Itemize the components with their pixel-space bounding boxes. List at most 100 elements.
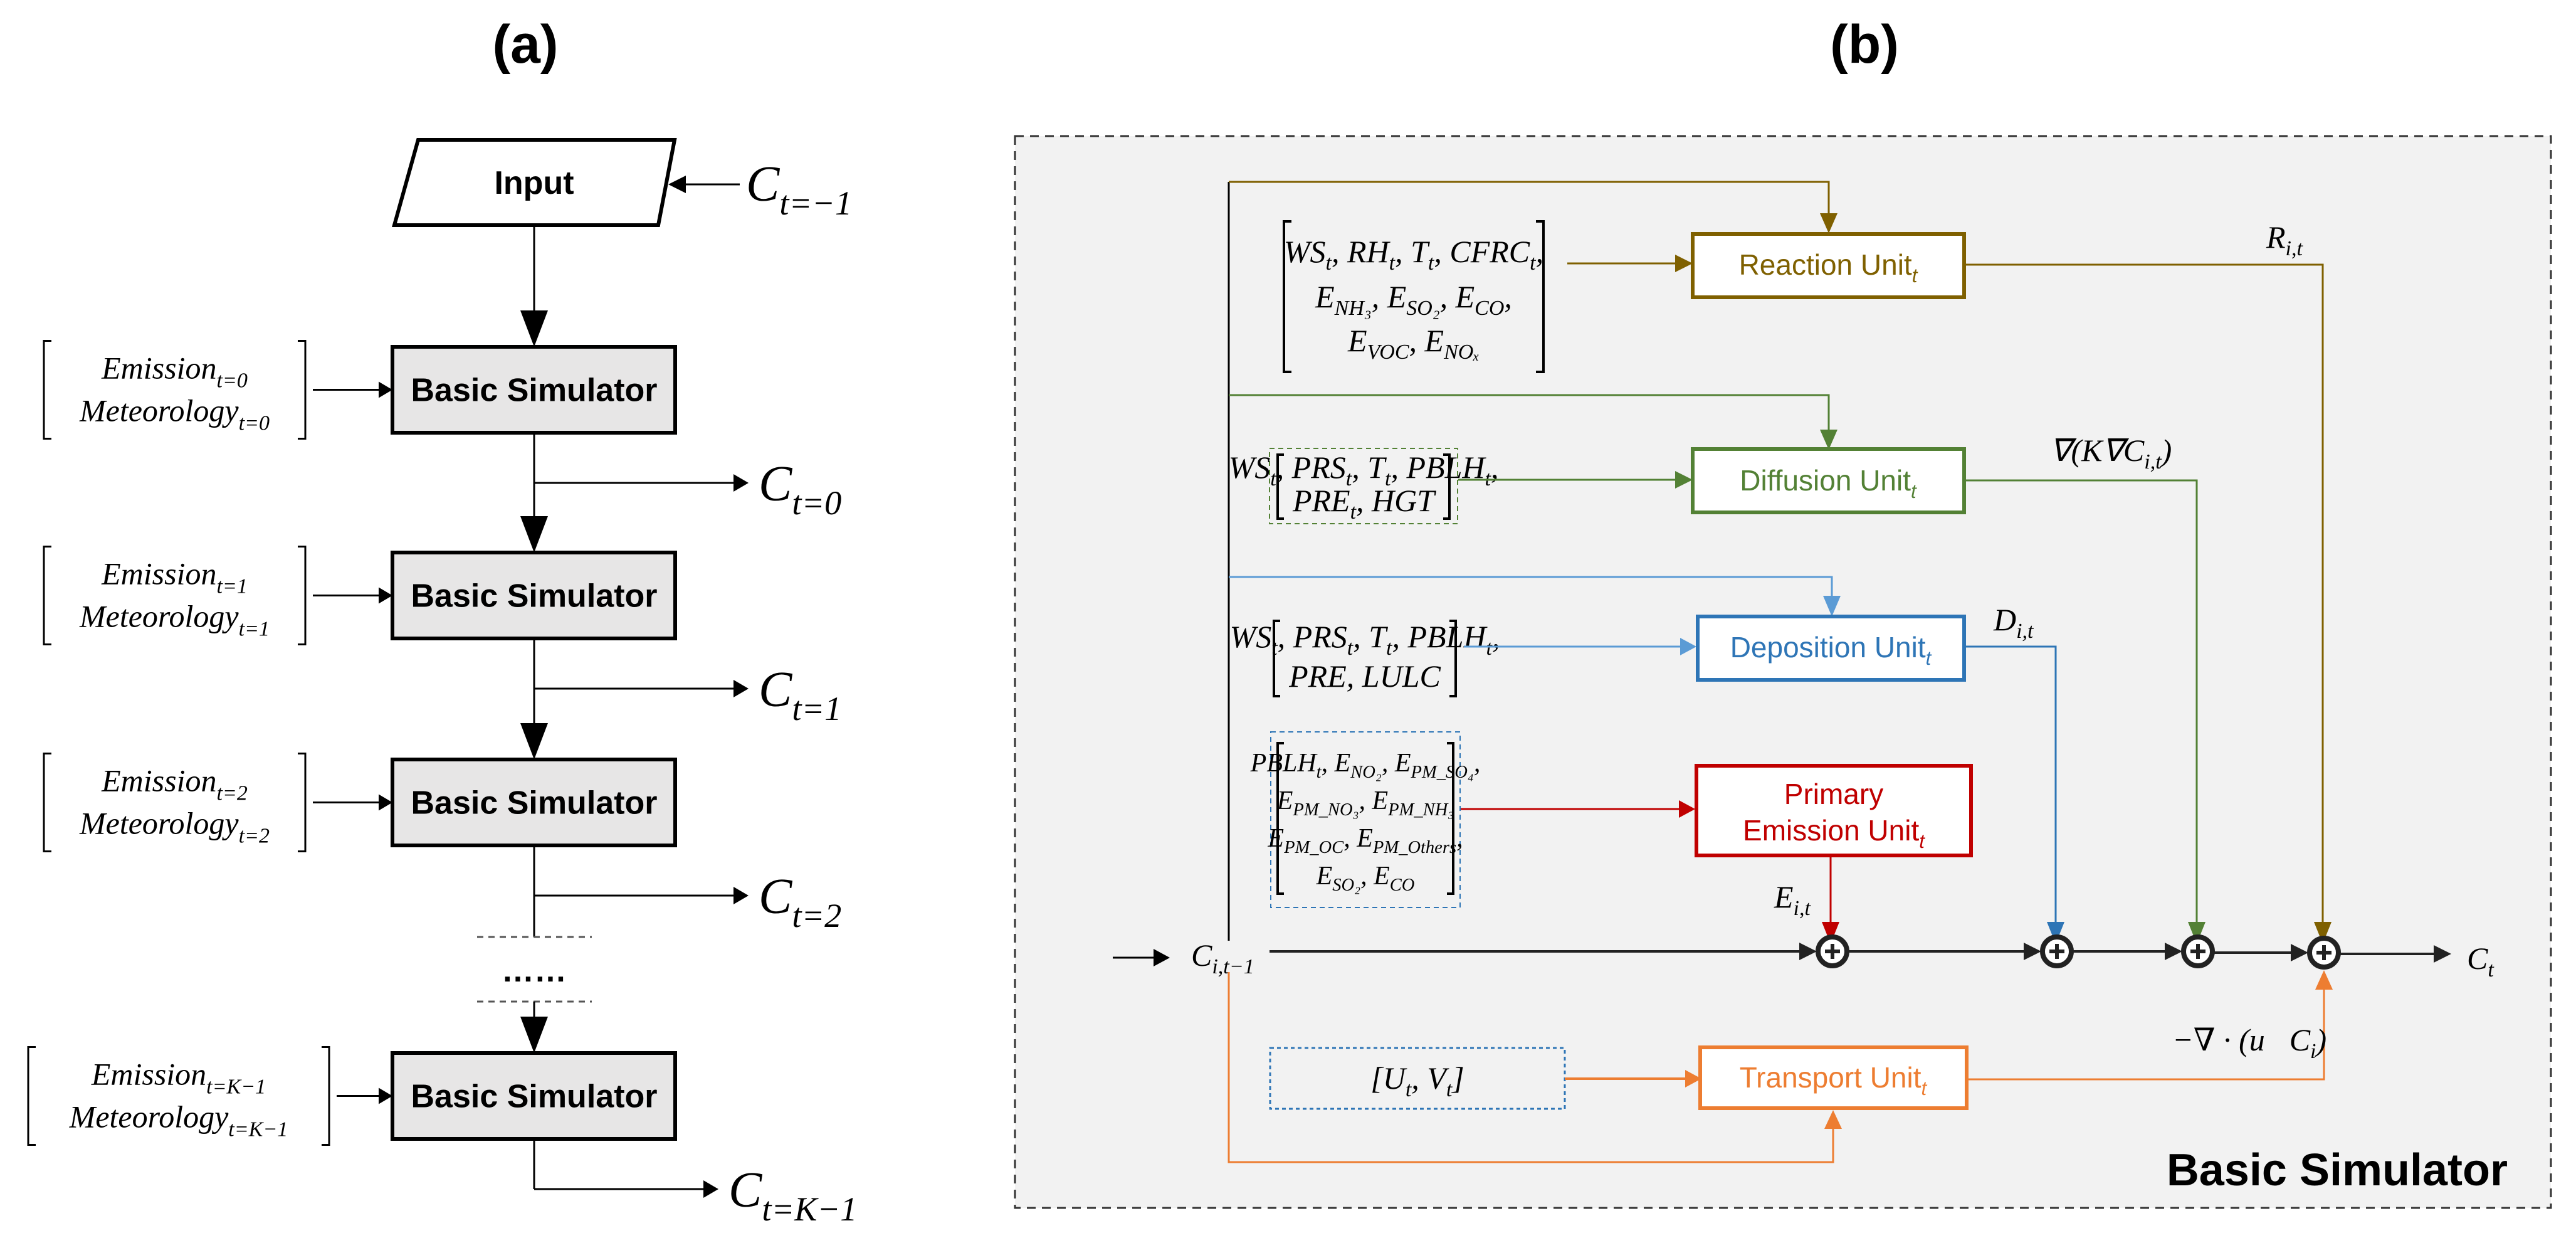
basic-simulator-label: Basic Simulator [411,1079,657,1115]
reaction-unit-box [1691,232,1966,299]
sum-node-diffusion [2181,934,2215,968]
deposition-input-line-2: PRE, LULC [1288,659,1441,694]
input-node: Input [392,138,677,227]
arrowhead-icon [2315,970,2333,990]
bracket-left [1276,453,1284,520]
state-flow: Ci,t−1 Ct [1113,934,2495,981]
arrowhead-icon [520,310,548,347]
emission-unit-box [1695,764,1973,857]
bracket-right [1449,620,1457,697]
bracket-right [298,340,307,440]
deposition-output-line [1964,645,2057,925]
arrowhead-icon [2047,922,2064,944]
transport-unit-box [1698,1045,1969,1110]
meteorology-label: Meteorologyt=1 [79,599,270,641]
plus-icon [2316,945,2332,960]
arrowhead-icon [1822,922,1839,944]
transport-output-label: −∇ · (u⃗Ci) [2172,1022,2326,1063]
arrowhead-icon [379,794,392,811]
plus-icon [2049,944,2064,959]
transport-branch: [Ut, Vt] Transport Unitt −∇ · (u⃗Ci) [1228,970,2333,1163]
arrowhead-icon [1679,800,1695,818]
basic-simulator-label: Basic Simulator [411,578,657,615]
emission-unit-label-1: Primary [1784,778,1883,810]
transport-state-line [1228,972,1834,1163]
state-out-label: Ct [2467,941,2495,981]
transport-unit-label: Transport Unitt [1740,1061,1928,1099]
arrowhead-icon [1820,213,1837,233]
bracket-left [43,753,51,852]
reaction-unit-label: Reaction Unitt [1739,248,1918,287]
arrowhead-icon [1799,943,1817,960]
arrowhead-icon [379,381,392,398]
diffusion-input-line-2: PREt, HGT [1292,483,1436,524]
arrowhead-icon [1154,949,1170,966]
arrowhead-icon [520,516,548,553]
emission-label: Emissiont=2 [101,763,248,805]
output-state-label: Ct=1 [759,662,841,727]
arrowhead-icon [1685,1070,1701,1087]
diffusion-unit-label: Diffusion Unitt [1740,464,1917,502]
arrowhead-icon [703,1180,718,1198]
sum-node-emission [1816,934,1849,968]
bracket-left [1283,220,1291,373]
diffusion-branch: WSt, PRSt, Tt, PBLHt, PREt, HGT Diffusio… [1229,394,2205,944]
ellipsis: …… [502,953,567,989]
arrowhead-icon [1675,255,1693,272]
container-label: Basic Simulator [2167,1145,2508,1195]
basic-simulator-label: Basic Simulator [411,373,657,409]
deposition-state-line [1229,576,1833,599]
sum-node-deposition [2040,934,2074,968]
emission-label: Emissiont=1 [101,556,248,598]
arrowhead-icon [1823,596,1841,616]
arrowhead-icon [668,176,686,193]
bracket-left [1273,620,1280,697]
emission-output-label: Ei,t [1774,879,1811,920]
bracket-right [1443,453,1451,520]
plus-icon [1825,944,1840,959]
arrowhead-icon [1680,638,1696,655]
input-label: Input [494,165,574,201]
emission-branch: PBLHt, ENO₂, EPM_SO₄, EPM_NO₃, EPM_NH₃ E… [1250,731,1973,944]
arrowhead-icon [733,680,749,697]
output-state-label: Ct=0 [759,457,841,522]
bracket-right [1536,220,1545,373]
arrowhead-icon [2314,922,2332,944]
reaction-output-line [1964,263,2324,925]
reaction-input-line-1: WSt, RHt, Tt, CFRCt, [1284,234,1543,275]
ellipsis-section: …… [477,844,592,1053]
bracket-left [43,340,51,440]
basic-simulator-label: Basic Simulator [411,785,657,822]
arrowhead-icon [379,587,392,604]
panel-b: (b) Basic Simulator WSt, RHt, Tt, CFRCt,… [1014,14,2552,1209]
bracket-left [43,546,51,645]
initial-state-label: Ct=−1 [746,157,852,222]
input-shape [392,138,677,227]
emission-unit-label-2: Emission Unitt [1743,814,1925,852]
emission-label: Emissiont=0 [101,351,248,393]
basic-simulator-box [391,1051,677,1141]
arrowhead-icon [2434,945,2451,963]
arrowhead-icon [520,723,548,759]
arrowhead-icon [2188,922,2205,944]
deposition-branch: WSt, PRSt, Tt, PBLHt, PRE, LULC Depositi… [1229,576,2064,944]
bracket-left [1276,742,1284,895]
reaction-state-line [1229,181,1830,216]
panel-a: (a) Input Ct=−1 [392,14,852,347]
deposition-unit-label: Deposition Unitt [1730,631,1932,669]
bracket-right [322,1046,330,1146]
reaction-output-label: Ri,t [2266,220,2303,260]
panel-a-title: (a) [492,14,558,75]
bracket-right [298,753,307,852]
deposition-input-line-1: WSt, PRSt, Tt, PBLHt, [1230,619,1500,660]
arrowhead-icon [520,1017,548,1053]
basic-simulator-box [391,758,677,847]
deposition-output-label: Di,t [1993,602,2034,643]
arrowhead-icon [2165,943,2182,960]
